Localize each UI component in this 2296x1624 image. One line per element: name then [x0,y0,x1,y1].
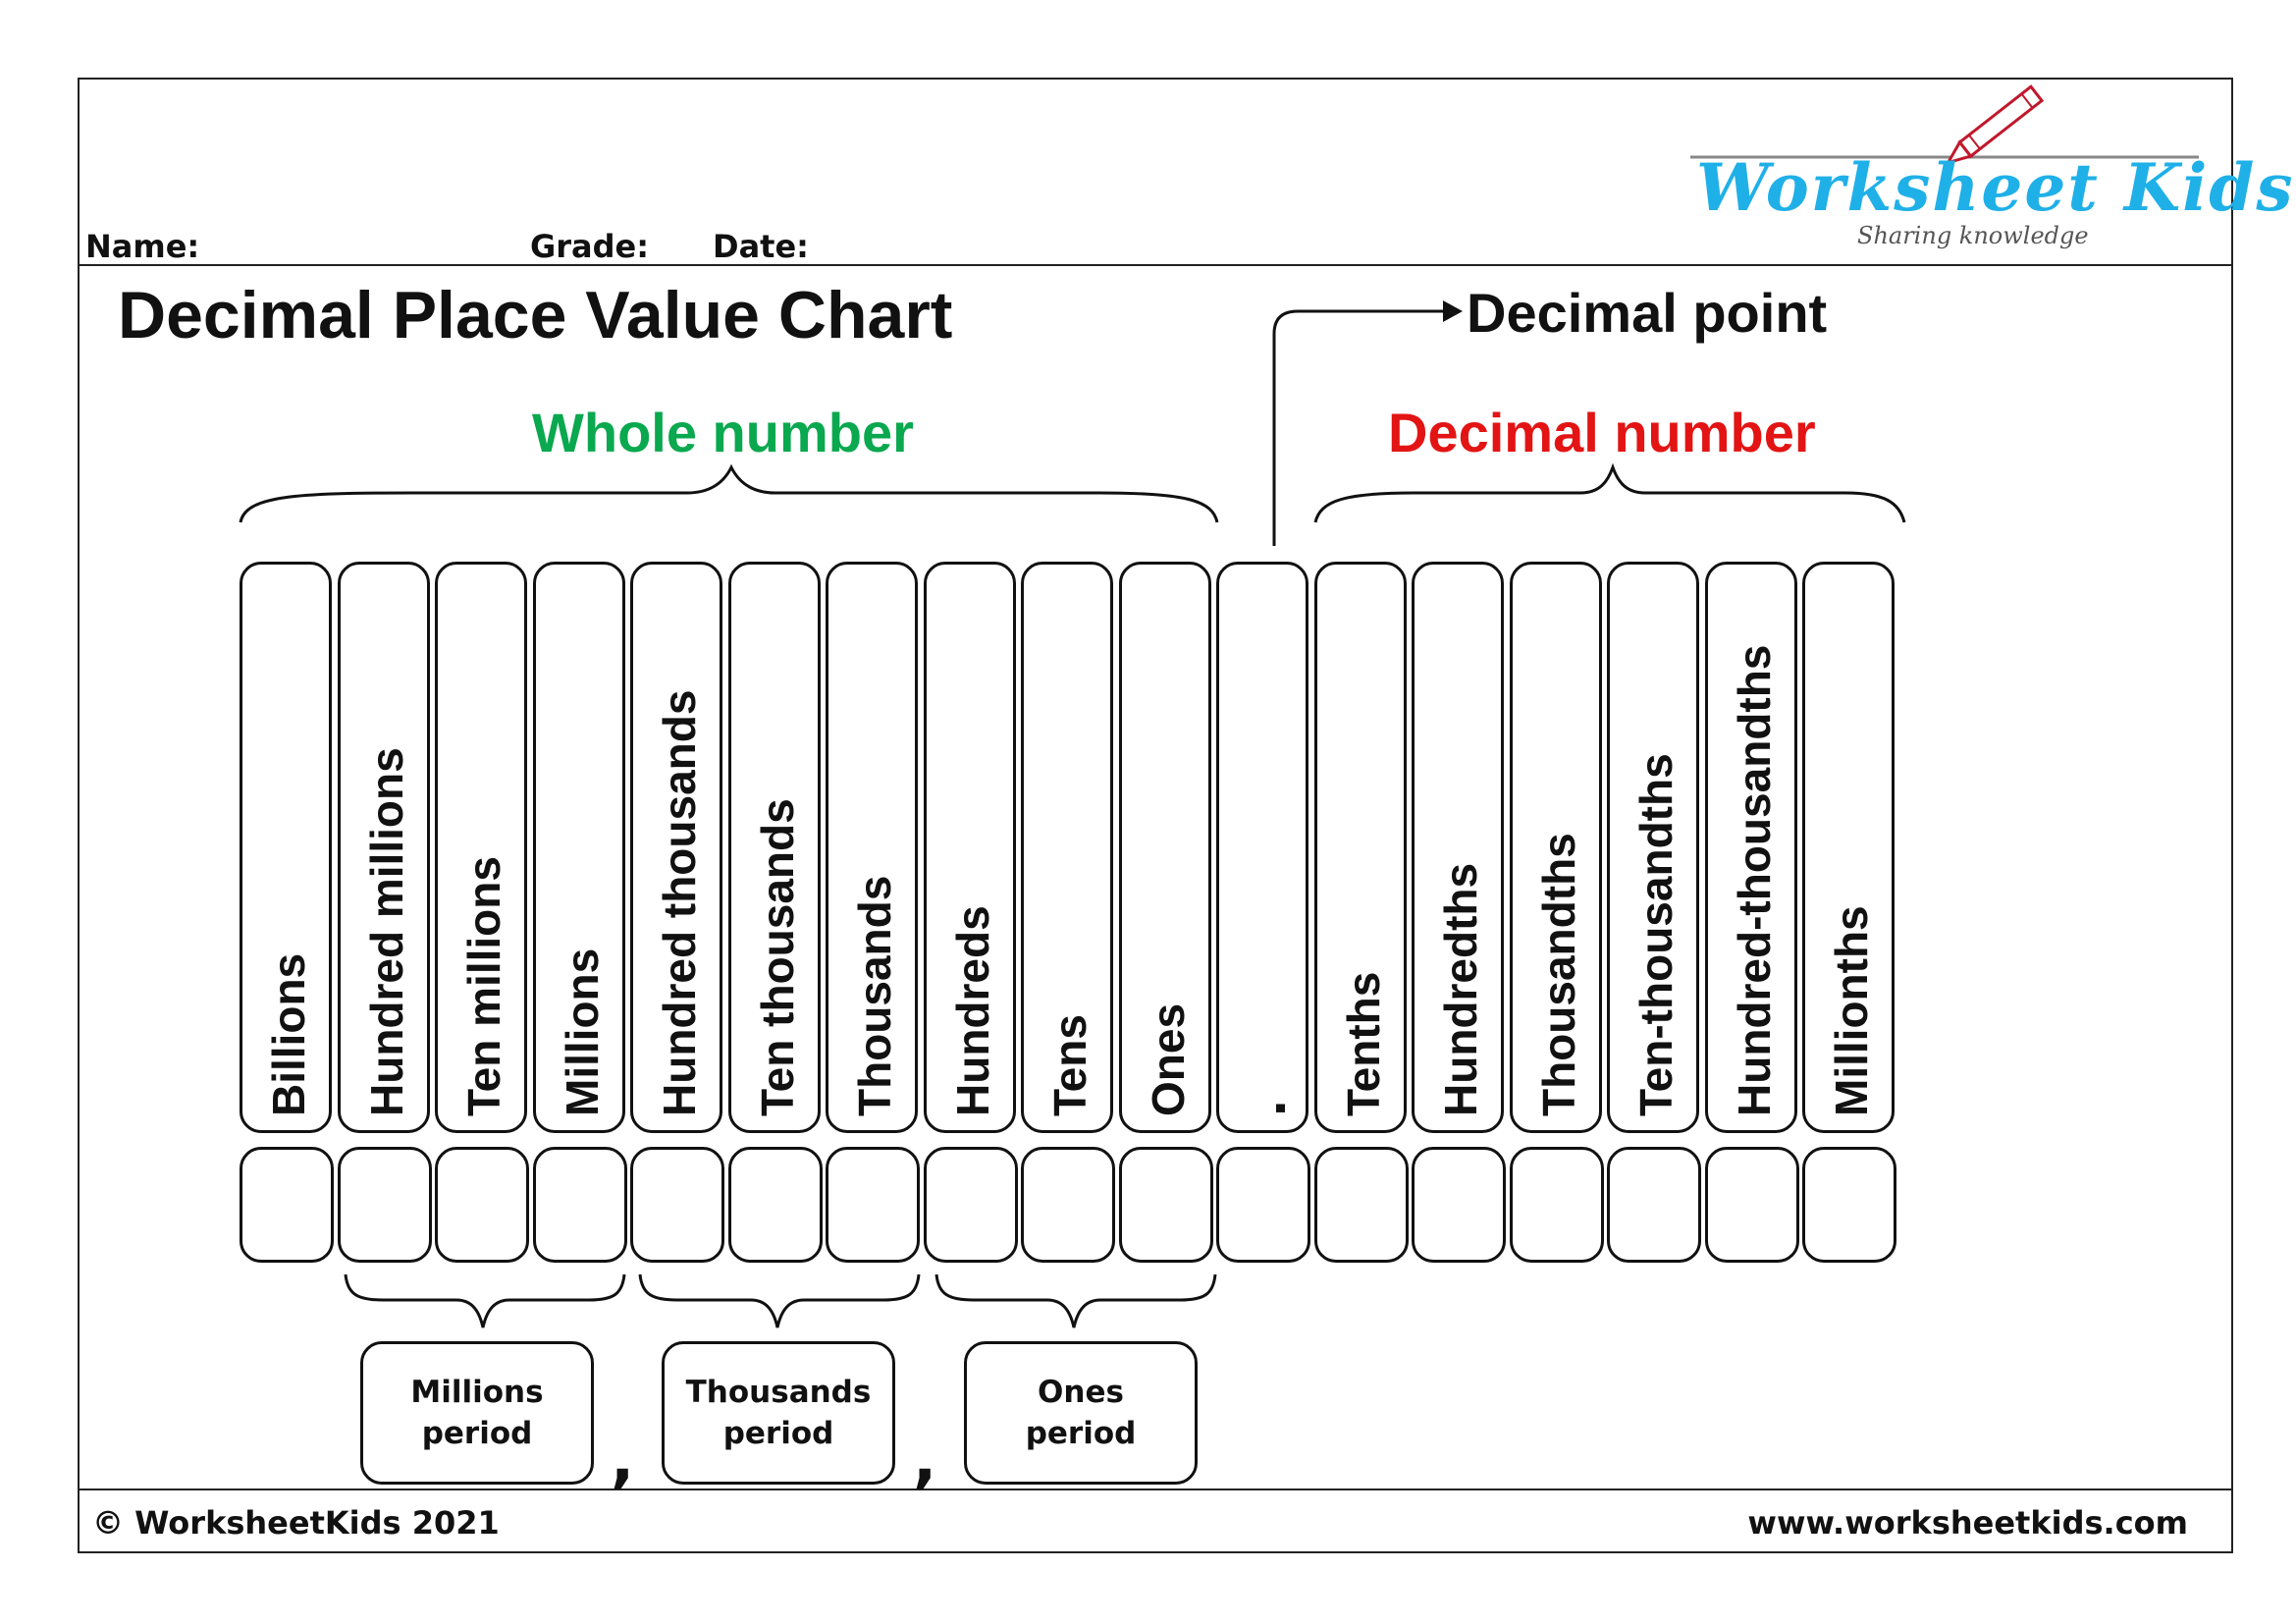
pencil-icon [1690,84,2199,165]
ones-period-brace [934,1273,1217,1328]
column-label: Hundredths [1435,862,1486,1116]
period-separator-comma: , [611,1424,635,1496]
digit-cell[interactable] [630,1147,724,1263]
digit-cell[interactable] [1705,1147,1799,1263]
place-value-column: Hundredths [1412,562,1504,1133]
date-label: Date: [713,228,809,265]
place-value-column: Hundreds [924,562,1016,1133]
decimal-point-arrow [1272,309,1443,546]
digit-cell[interactable] [240,1147,334,1263]
millions-period-box: Millions period [360,1341,594,1485]
whole-number-label: Whole number [532,402,914,463]
worksheet-kids-logo: Worksheet Kids Sharing knowledge [1688,79,2293,265]
period-line-1: Thousands [685,1375,872,1410]
thousands-period-brace [638,1273,921,1328]
footer-divider [78,1489,2233,1490]
digit-cell[interactable] [1021,1147,1115,1263]
digit-cell[interactable] [338,1147,432,1263]
digit-cell[interactable] [435,1147,529,1263]
period-line-2: period [1025,1416,1137,1451]
place-value-column: Thousandths [1510,562,1602,1133]
place-value-column: Millions [533,562,625,1133]
grade-label: Grade: [530,228,650,265]
digit-cell[interactable] [1314,1147,1409,1263]
decimal-number-label: Decimal number [1388,402,1816,463]
column-label: Ones [1143,1002,1194,1116]
millions-period-brace [344,1273,626,1328]
period-separator-comma: , [913,1424,937,1496]
column-label: Millionths [1826,905,1877,1116]
digit-cell[interactable] [826,1147,920,1263]
column-label: . [1232,1100,1298,1116]
digit-cell[interactable] [1607,1147,1701,1263]
place-value-column: Hundred thousands [630,562,722,1133]
place-value-column: Ten thousands [728,562,821,1133]
logo-text: Worksheet Kids [1696,149,2295,226]
digit-cell[interactable] [924,1147,1018,1263]
column-label: Thousands [849,875,900,1116]
digit-cell[interactable] [1510,1147,1604,1263]
name-label: Name: [85,228,200,265]
digit-cell[interactable] [1412,1147,1506,1263]
column-label: Billions [263,952,314,1116]
column-label: Hundred-thousandths [1729,644,1780,1116]
digit-cell[interactable] [1216,1147,1310,1263]
copyright-text: © WorksheetKids 2021 [92,1504,500,1542]
place-value-column: Thousands [826,562,918,1133]
decimal-point-label: Decimal point [1467,282,1828,344]
place-value-column: Tens [1021,562,1113,1133]
place-value-column: Ones [1119,562,1211,1133]
column-label: Hundred thousands [654,689,705,1116]
ones-period-box: Ones period [964,1341,1198,1485]
digit-cell[interactable] [533,1147,627,1263]
page-title: Decimal Place Value Chart [118,278,953,352]
period-line-1: Ones [1038,1375,1124,1410]
column-label: Hundred millions [361,747,412,1116]
worksheet-frame [78,78,2233,1553]
place-value-column: Tenths [1314,562,1407,1133]
column-label: Tens [1044,1014,1095,1116]
logo-tagline: Sharing knowledge [1857,222,2089,249]
column-label: Ten thousands [752,798,803,1116]
digit-cell[interactable] [1119,1147,1213,1263]
period-line-1: Millions [410,1375,544,1410]
place-value-column: Hundred millions [338,562,430,1133]
place-value-column: Hundred-thousandths [1705,562,1797,1133]
column-label: Hundreds [947,905,998,1116]
column-label: Ten-thousandths [1630,753,1682,1116]
digit-cell[interactable] [728,1147,823,1263]
column-label: Ten millions [458,856,509,1116]
column-label: Tenths [1338,971,1389,1116]
thousands-period-box: Thousands period [662,1341,895,1485]
digit-cell[interactable] [1802,1147,1896,1263]
arrow-head [1443,300,1463,322]
column-label: Millions [557,947,608,1116]
place-value-column: Ten-thousandths [1607,562,1699,1133]
place-value-column: . [1216,562,1308,1133]
website-link[interactable]: www.worksheetkids.com [1747,1504,2188,1542]
column-label: Thousandths [1533,833,1584,1116]
decimal-number-brace [1313,462,1906,523]
header-divider [78,264,2233,266]
place-value-column: Ten millions [435,562,527,1133]
whole-number-brace [239,463,1219,523]
place-value-column: Billions [240,562,332,1133]
period-line-2: period [421,1416,533,1451]
period-line-2: period [722,1416,834,1451]
place-value-column: Millionths [1802,562,1895,1133]
